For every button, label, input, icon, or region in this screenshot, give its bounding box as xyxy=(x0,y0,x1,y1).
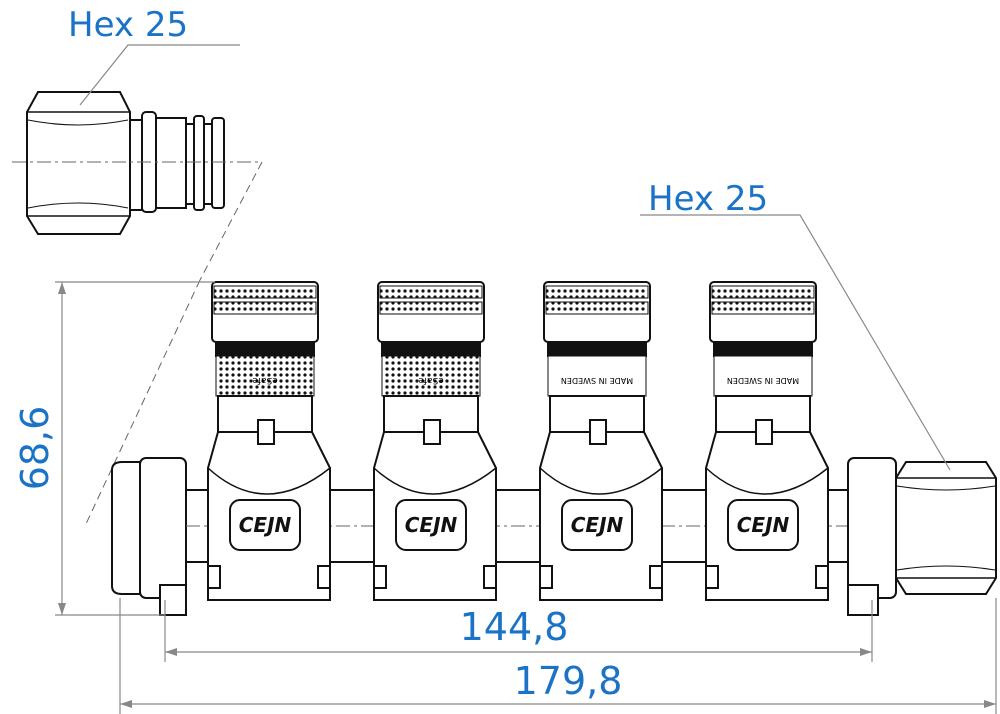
coupling-3-band-text: MADE IN SWEDEN xyxy=(561,376,633,385)
coupling-1: eSafe CEJN xyxy=(207,281,331,601)
hex-top-leader xyxy=(79,44,240,106)
dimension-height xyxy=(55,281,215,616)
coupling-2: eSafe CEJN xyxy=(373,281,497,601)
dimension-inner-width xyxy=(164,600,873,662)
coupling-1-band-text: eSafe xyxy=(252,375,278,385)
hex-right-label: Hex 25 xyxy=(648,179,768,219)
coupling-4: MADE IN SWEDEN CEJN xyxy=(705,281,829,601)
projection-line-upper xyxy=(199,161,263,281)
coupling-2-brand: CEJN xyxy=(405,513,458,537)
coupling-2-band-text: eSafe xyxy=(418,375,444,385)
coupling-3-brand: CEJN xyxy=(571,513,624,537)
coupling-4-band-text: MADE IN SWEDEN xyxy=(727,376,799,385)
dimension-inner-label: 144,8 xyxy=(460,605,569,649)
coupling-3: MADE IN SWEDEN CEJN xyxy=(539,281,663,601)
dimension-outer-label: 179,8 xyxy=(514,659,623,703)
hex-right-leader xyxy=(640,214,951,471)
hex-top-label: Hex 25 xyxy=(68,5,188,45)
dimension-outer-width xyxy=(119,598,997,714)
hex-fitting-detail xyxy=(26,91,225,235)
coupling-4-brand: CEJN xyxy=(737,513,790,537)
projection-line-lower xyxy=(84,279,201,527)
dimension-height-label: 68,6 xyxy=(13,406,57,491)
coupling-1-brand: CEJN xyxy=(239,513,292,537)
